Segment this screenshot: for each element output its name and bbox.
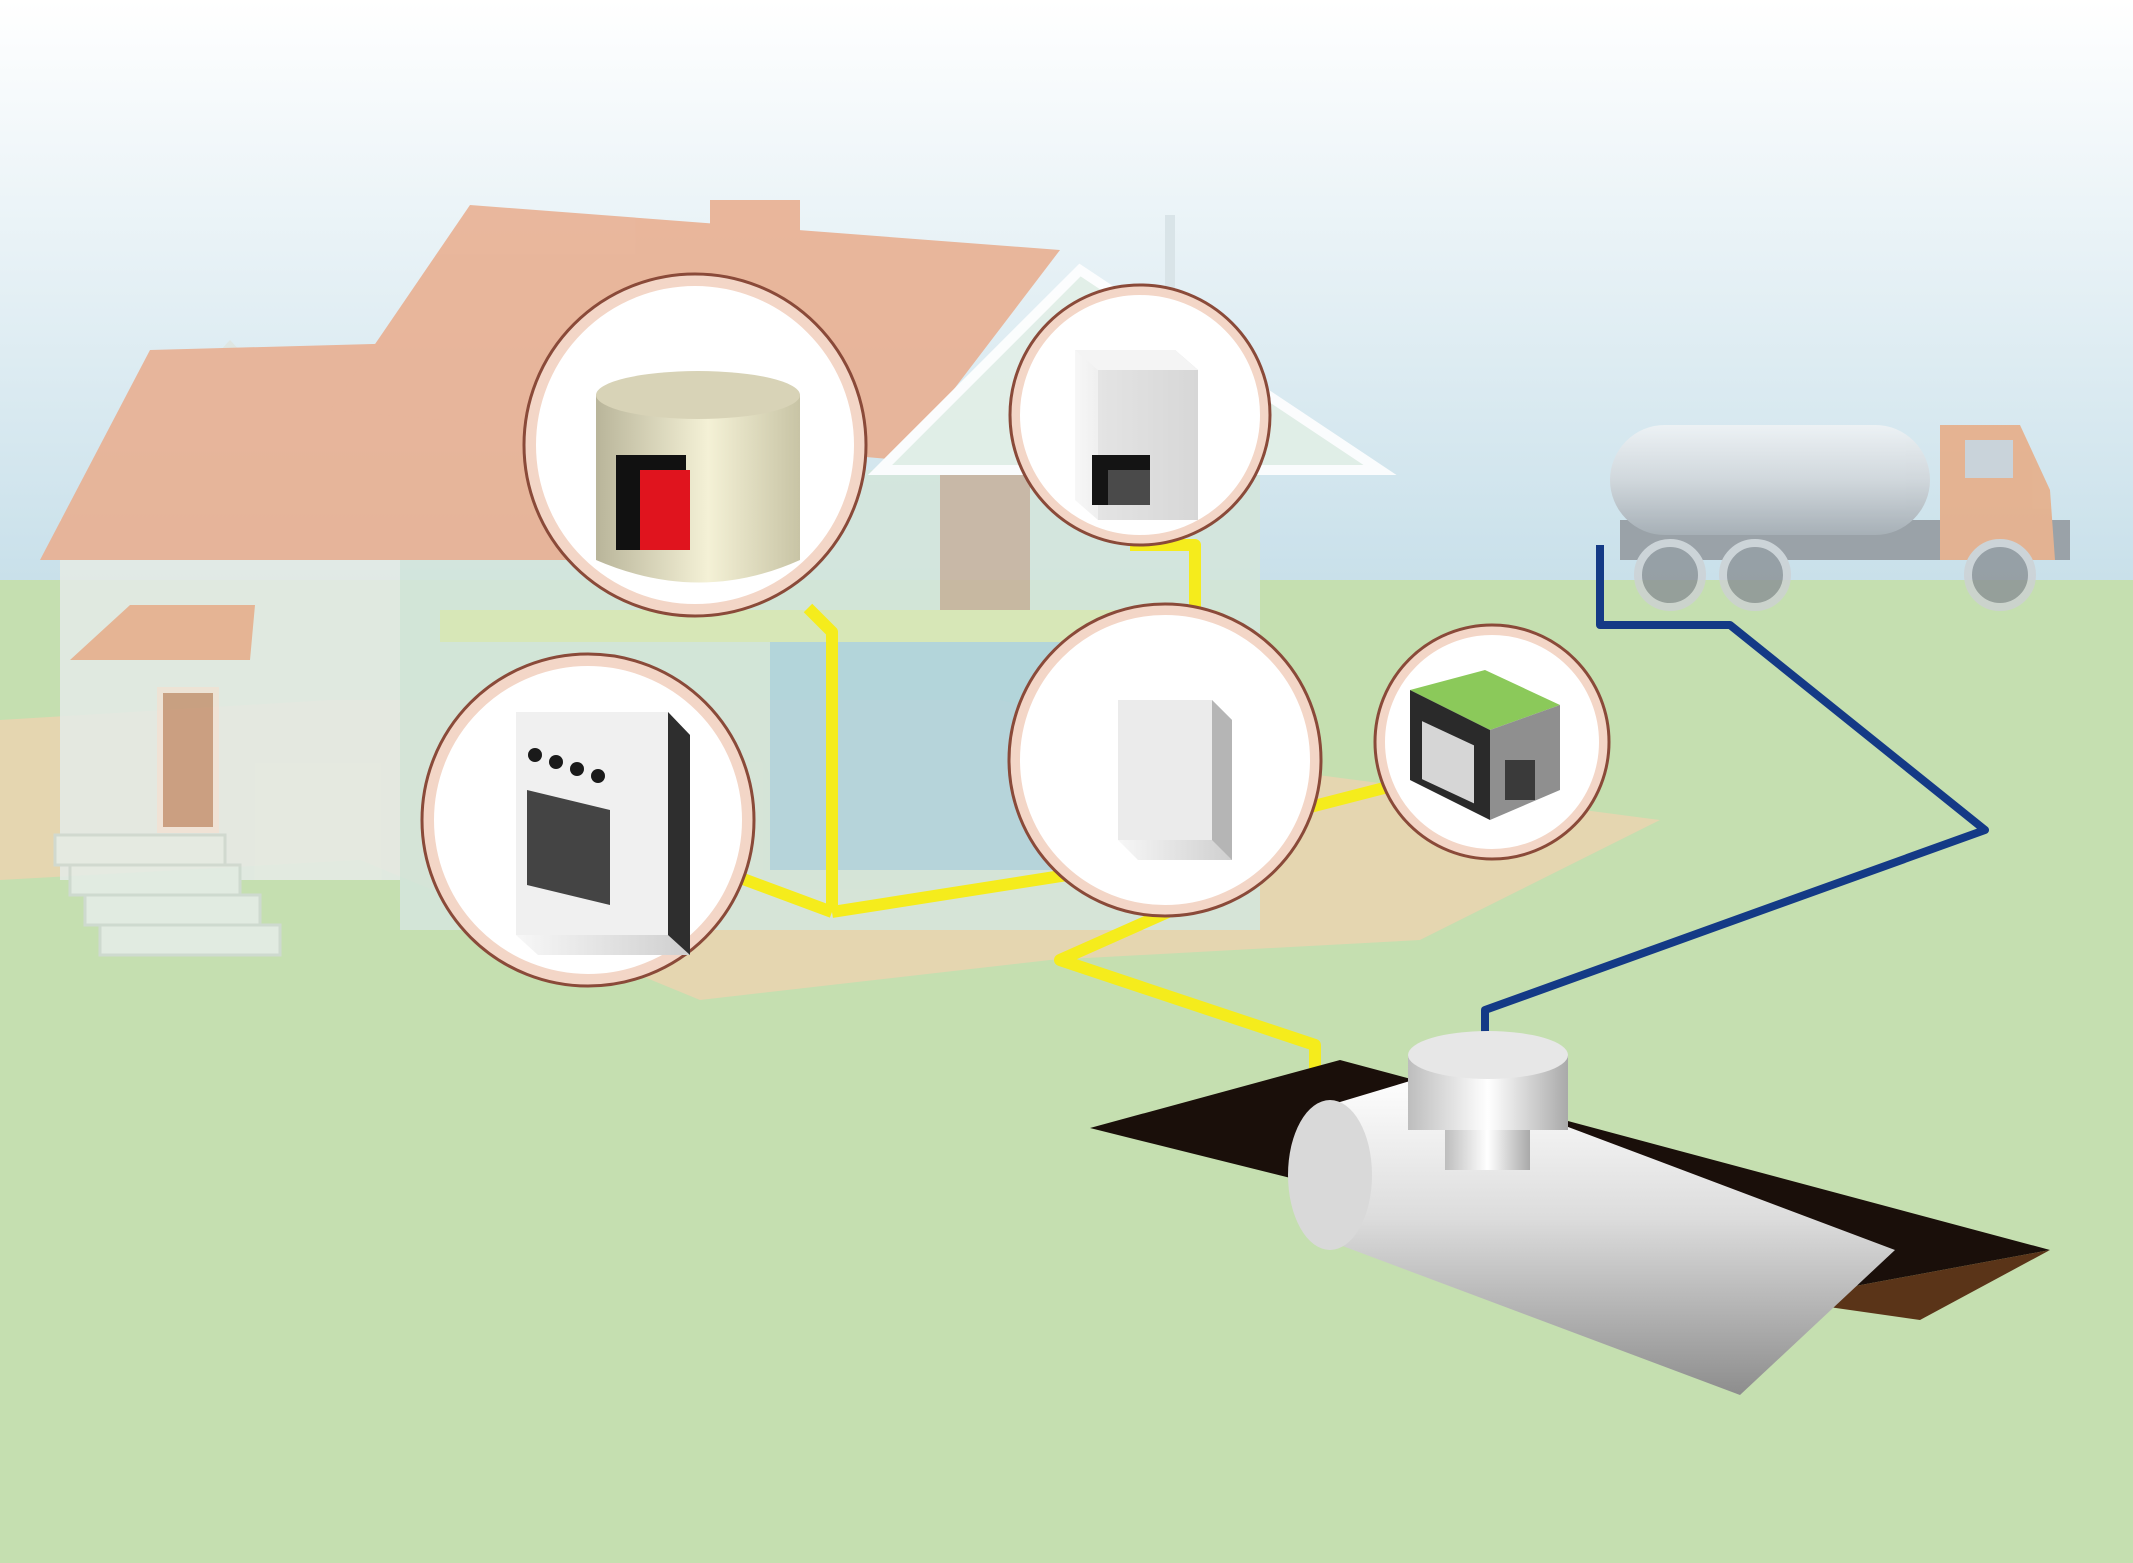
house-front-door <box>157 687 219 833</box>
gas-generator-icon <box>1410 670 1560 820</box>
pressure-regulator-icon <box>1118 700 1232 860</box>
tank-end-cap <box>1288 1100 1372 1250</box>
house-chimney <box>710 200 800 290</box>
tanker-truck <box>1610 425 2070 611</box>
water-heater-callout <box>1008 283 1272 547</box>
house-porch-roof <box>70 605 255 660</box>
stove-callout <box>420 652 756 988</box>
regulator-callout <box>1007 602 1323 918</box>
house-steps <box>53 833 282 957</box>
tank-dome-top <box>1408 1031 1568 1079</box>
truck-wheels <box>1634 539 2036 611</box>
boiler-icon <box>596 371 800 583</box>
truck-cab-window <box>1965 440 2013 478</box>
boiler-callout <box>522 272 868 618</box>
gas-pipe-boiler <box>803 603 838 912</box>
wall-water-heater-icon <box>1075 350 1198 520</box>
fill-pipe <box>1481 545 1989 1045</box>
truck-tank <box>1610 425 1930 535</box>
generator-callout <box>1373 623 1611 861</box>
tank-pit-soil <box>1780 1250 2050 1320</box>
underground-tank <box>1090 1031 2050 1395</box>
gas-stove-icon <box>516 712 690 955</box>
